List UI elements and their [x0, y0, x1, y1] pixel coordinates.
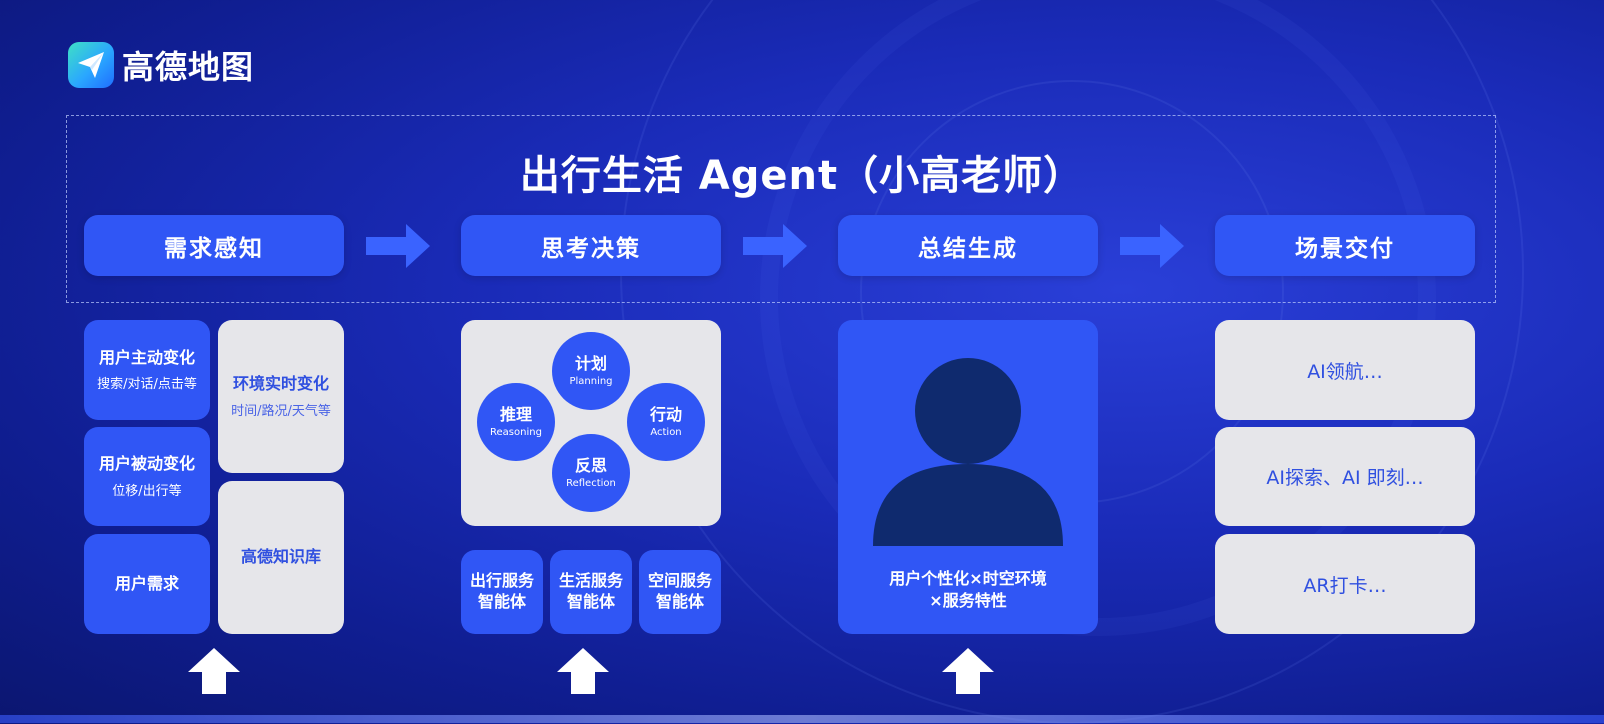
tile-user-passive-change: 用户被动变化 位移/出行等	[84, 427, 210, 526]
tile-knowledge-base: 高德知识库	[218, 481, 344, 634]
tile-life-agent: 生活服务 智能体	[550, 550, 632, 634]
tile-travel-agent: 出行服务 智能体	[461, 550, 543, 634]
summary-caption: 用户个性化×时空环境 ×服务特性	[838, 568, 1098, 613]
tile-subtitle: 位移/出行等	[112, 483, 182, 499]
circle-sublabel: Reasoning	[490, 426, 542, 438]
arrow-right-icon	[366, 224, 430, 268]
tile-title: 智能体	[566, 592, 615, 611]
tile-title: 高德知识库	[240, 547, 321, 567]
arrow-right-icon	[743, 224, 807, 268]
circle-label: 计划	[574, 354, 607, 374]
brand-name: 高德地图	[122, 48, 255, 86]
tile-user-need: 用户需求	[84, 534, 210, 634]
tile-user-active-change: 用户主动变化 搜索/对话/点击等	[84, 320, 210, 420]
arrow-up-icon	[557, 648, 609, 694]
paper-plane-icon	[68, 42, 114, 88]
circle-sublabel: Planning	[569, 375, 613, 387]
background-strip	[0, 715, 1604, 723]
stage-perception: 需求感知	[84, 215, 344, 276]
stage-delivery: 场景交付	[1215, 215, 1475, 276]
tile-title: 用户被动变化	[98, 454, 195, 474]
circle-sublabel: Action	[650, 426, 682, 438]
page-title: 出行生活 Agent（小高老师）	[519, 153, 1085, 199]
circle-sublabel: Reflection	[566, 477, 616, 489]
stage-decision: 思考决策	[461, 215, 721, 276]
agent-frame	[66, 115, 1496, 303]
summary-caption-line: 用户个性化×时空环境	[889, 569, 1047, 588]
circle-action: 行动 Action	[627, 383, 705, 461]
tile-title: 环境实时变化	[232, 374, 329, 394]
circle-reasoning: 推理 Reasoning	[477, 383, 555, 461]
summary-caption-line: ×服务特性	[929, 591, 1007, 611]
arrow-up-icon	[188, 648, 240, 694]
tile-space-agent: 空间服务 智能体	[639, 550, 721, 634]
arrow-up-icon	[942, 648, 994, 694]
circle-planning: 计划 Planning	[552, 332, 630, 410]
circle-label: 推理	[499, 405, 532, 425]
tile-title: 出行服务	[469, 571, 534, 591]
delivery-item-ai-explore: AI探索、AI 即刻…	[1215, 427, 1475, 526]
delivery-label: AR打卡…	[1303, 574, 1387, 597]
arrow-right-icon	[1120, 224, 1184, 268]
delivery-item-ar-checkin: AR打卡…	[1215, 534, 1475, 634]
delivery-label: AI领航…	[1307, 360, 1383, 383]
stage-summary: 总结生成	[838, 215, 1098, 276]
circle-label: 行动	[649, 405, 682, 425]
user-silhouette-icon	[873, 358, 1063, 546]
brand-logo: 高德地图	[68, 42, 254, 88]
delivery-item-ai-navigation: AI领航…	[1215, 320, 1475, 420]
tile-subtitle: 时间/路况/天气等	[231, 403, 331, 419]
tile-subtitle: 搜索/对话/点击等	[97, 377, 197, 393]
tile-title: 空间服务	[647, 571, 712, 591]
circle-reflection: 反思 Reflection	[552, 434, 630, 512]
tile-title: 用户主动变化	[98, 347, 195, 367]
tile-title: 用户需求	[114, 573, 179, 593]
tile-title: 生活服务	[558, 571, 623, 591]
tile-title: 智能体	[477, 592, 526, 611]
delivery-label: AI探索、AI 即刻…	[1266, 467, 1424, 489]
tile-title: 智能体	[655, 592, 704, 611]
circle-label: 反思	[574, 456, 607, 476]
tile-environment-change: 环境实时变化 时间/路况/天气等	[218, 320, 344, 473]
